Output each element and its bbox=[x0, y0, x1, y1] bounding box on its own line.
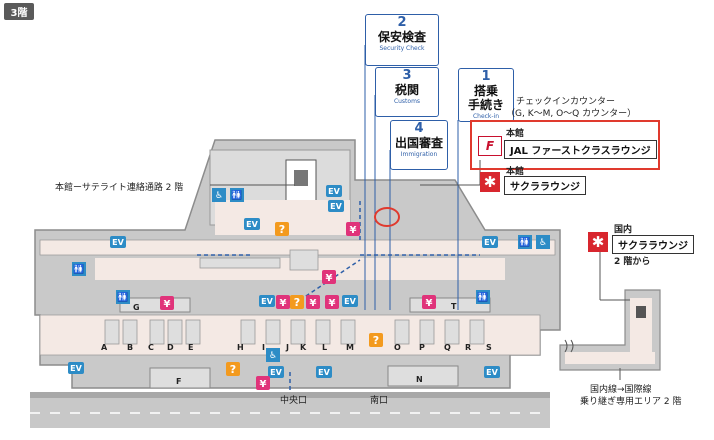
sakura-lounge-label: サクララウンジ bbox=[504, 176, 586, 195]
checkin-counter-note: （G, K〜M, O〜Q カウンター） bbox=[506, 109, 637, 119]
checkin-counter-label: チェックインカウンター bbox=[516, 97, 616, 107]
svg-text:E: E bbox=[188, 343, 193, 352]
svg-text:G: G bbox=[133, 303, 140, 312]
curb bbox=[30, 392, 550, 398]
svg-text:B: B bbox=[127, 343, 133, 352]
svg-text:?: ? bbox=[230, 363, 236, 376]
checkin-islands bbox=[104, 249, 485, 345]
svg-text:¥: ¥ bbox=[329, 298, 336, 309]
checkin-en: Check-in bbox=[472, 113, 500, 120]
sakura-lounge-icon: ✱ bbox=[480, 172, 500, 192]
jal-lounge-highlight bbox=[470, 120, 660, 170]
svg-text:S: S bbox=[486, 343, 492, 352]
svg-text:N: N bbox=[416, 375, 423, 384]
svg-text:¥: ¥ bbox=[350, 225, 357, 236]
svg-text:M: M bbox=[346, 343, 354, 352]
svg-text:D: D bbox=[167, 343, 174, 352]
svg-text:EV: EV bbox=[112, 238, 124, 247]
toilet-icons: ♿ 🚻 🚻 🚻 🚻 ♿ 🚻 ♿ bbox=[72, 188, 550, 362]
svg-text:🚻: 🚻 bbox=[519, 236, 530, 248]
security-check-label: 保安検査 bbox=[377, 30, 426, 44]
svg-text:¥: ¥ bbox=[310, 298, 317, 309]
checkin-label: 搭乗 手続き bbox=[467, 84, 504, 112]
svg-text:?: ? bbox=[373, 334, 379, 347]
south-entrance: 南口 bbox=[370, 396, 389, 406]
svg-text:¥: ¥ bbox=[164, 299, 171, 310]
jal-first-lounge-label: JAL ファーストクラスラウンジ bbox=[504, 140, 657, 159]
domestic-label: 国内 bbox=[614, 225, 633, 235]
svg-text:🚻: 🚻 bbox=[231, 189, 242, 201]
immigration-number: 4 bbox=[414, 121, 424, 136]
immigration-label: 出国審査 bbox=[394, 136, 443, 150]
checkin-number: 1 bbox=[481, 69, 491, 84]
svg-text:🚻: 🚻 bbox=[477, 291, 488, 303]
checkin-box: 1 搭乗 手続き Check-in bbox=[458, 68, 514, 122]
transfer-label-1: 国内線→国際線 bbox=[590, 385, 652, 395]
svg-text:H: H bbox=[237, 343, 244, 352]
svg-text:¥: ¥ bbox=[326, 273, 333, 284]
svg-text:C: C bbox=[148, 343, 154, 352]
customs-number: 3 bbox=[402, 68, 412, 83]
svg-text:EV: EV bbox=[344, 297, 356, 306]
svg-text:I: I bbox=[262, 343, 265, 352]
security-check-number: 2 bbox=[397, 15, 407, 30]
svg-text:EV: EV bbox=[261, 297, 273, 306]
yen-icons: ¥ ¥ ¥ ¥ ¥ ¥ ¥ ¥ bbox=[160, 222, 436, 390]
honkan-label-2: 本館 bbox=[506, 167, 525, 177]
floor-badge: 3階 bbox=[4, 3, 34, 20]
domestic-sakura-label: サクララウンジ bbox=[612, 235, 694, 254]
svg-text:♿: ♿ bbox=[539, 238, 547, 248]
svg-text:?: ? bbox=[294, 296, 300, 309]
svg-text:EV: EV bbox=[486, 368, 498, 377]
svg-text:L: L bbox=[322, 343, 327, 352]
svg-text:¥: ¥ bbox=[426, 298, 433, 309]
svg-text:EV: EV bbox=[70, 364, 82, 373]
highlight-circle bbox=[374, 207, 400, 227]
svg-text:J: J bbox=[285, 343, 289, 352]
immigration-box: 4 出国審査 Immigration bbox=[390, 120, 448, 170]
customs-label: 税関 bbox=[394, 83, 419, 97]
info-icons: ? ? ? ? bbox=[226, 222, 383, 376]
svg-text:O: O bbox=[394, 343, 401, 352]
central-entrance: 中央口 bbox=[280, 396, 308, 406]
svg-text:EV: EV bbox=[328, 187, 340, 196]
svg-text:?: ? bbox=[279, 223, 285, 236]
domestic-floor-label: 2 階から bbox=[614, 257, 651, 267]
svg-text:EV: EV bbox=[246, 220, 258, 229]
security-check-box: 2 保安検査 Security Check bbox=[365, 14, 439, 66]
svg-text:P: P bbox=[419, 343, 425, 352]
svg-text:EV: EV bbox=[330, 202, 342, 211]
svg-text:🚻: 🚻 bbox=[117, 291, 128, 303]
immigration-en: Immigration bbox=[400, 151, 438, 158]
svg-text:A: A bbox=[101, 343, 108, 352]
svg-text:T: T bbox=[451, 302, 457, 311]
svg-text:EV: EV bbox=[484, 238, 496, 247]
transfer-label-2: 乗り継ぎ専用エリア 2 階 bbox=[580, 397, 682, 407]
jal-logo-icon: F bbox=[478, 136, 502, 156]
honkan-label: 本館 bbox=[506, 129, 525, 139]
svg-text:🚻: 🚻 bbox=[73, 263, 84, 275]
customs-box: 3 税関 Customs bbox=[375, 67, 439, 117]
svg-text:K: K bbox=[300, 343, 307, 352]
svg-text:R: R bbox=[465, 343, 471, 352]
svg-text:EV: EV bbox=[270, 368, 282, 377]
svg-text:♿: ♿ bbox=[215, 191, 223, 201]
ev-icons: EV EV EV EV EV EV EV EV EV EV EV bbox=[68, 185, 500, 378]
svg-text:♿: ♿ bbox=[269, 351, 277, 361]
domestic-sakura-icon: ✱ bbox=[588, 232, 608, 252]
svg-text:Q: Q bbox=[444, 343, 451, 352]
svg-text:¥: ¥ bbox=[260, 379, 267, 390]
connector-label: 本館ーサテライト連絡通路 2 階 bbox=[55, 183, 184, 193]
svg-text:EV: EV bbox=[318, 368, 330, 377]
svg-text:¥: ¥ bbox=[280, 298, 287, 309]
security-check-en: Security Check bbox=[379, 45, 425, 52]
svg-text:F: F bbox=[176, 377, 181, 386]
customs-en: Customs bbox=[393, 98, 421, 105]
